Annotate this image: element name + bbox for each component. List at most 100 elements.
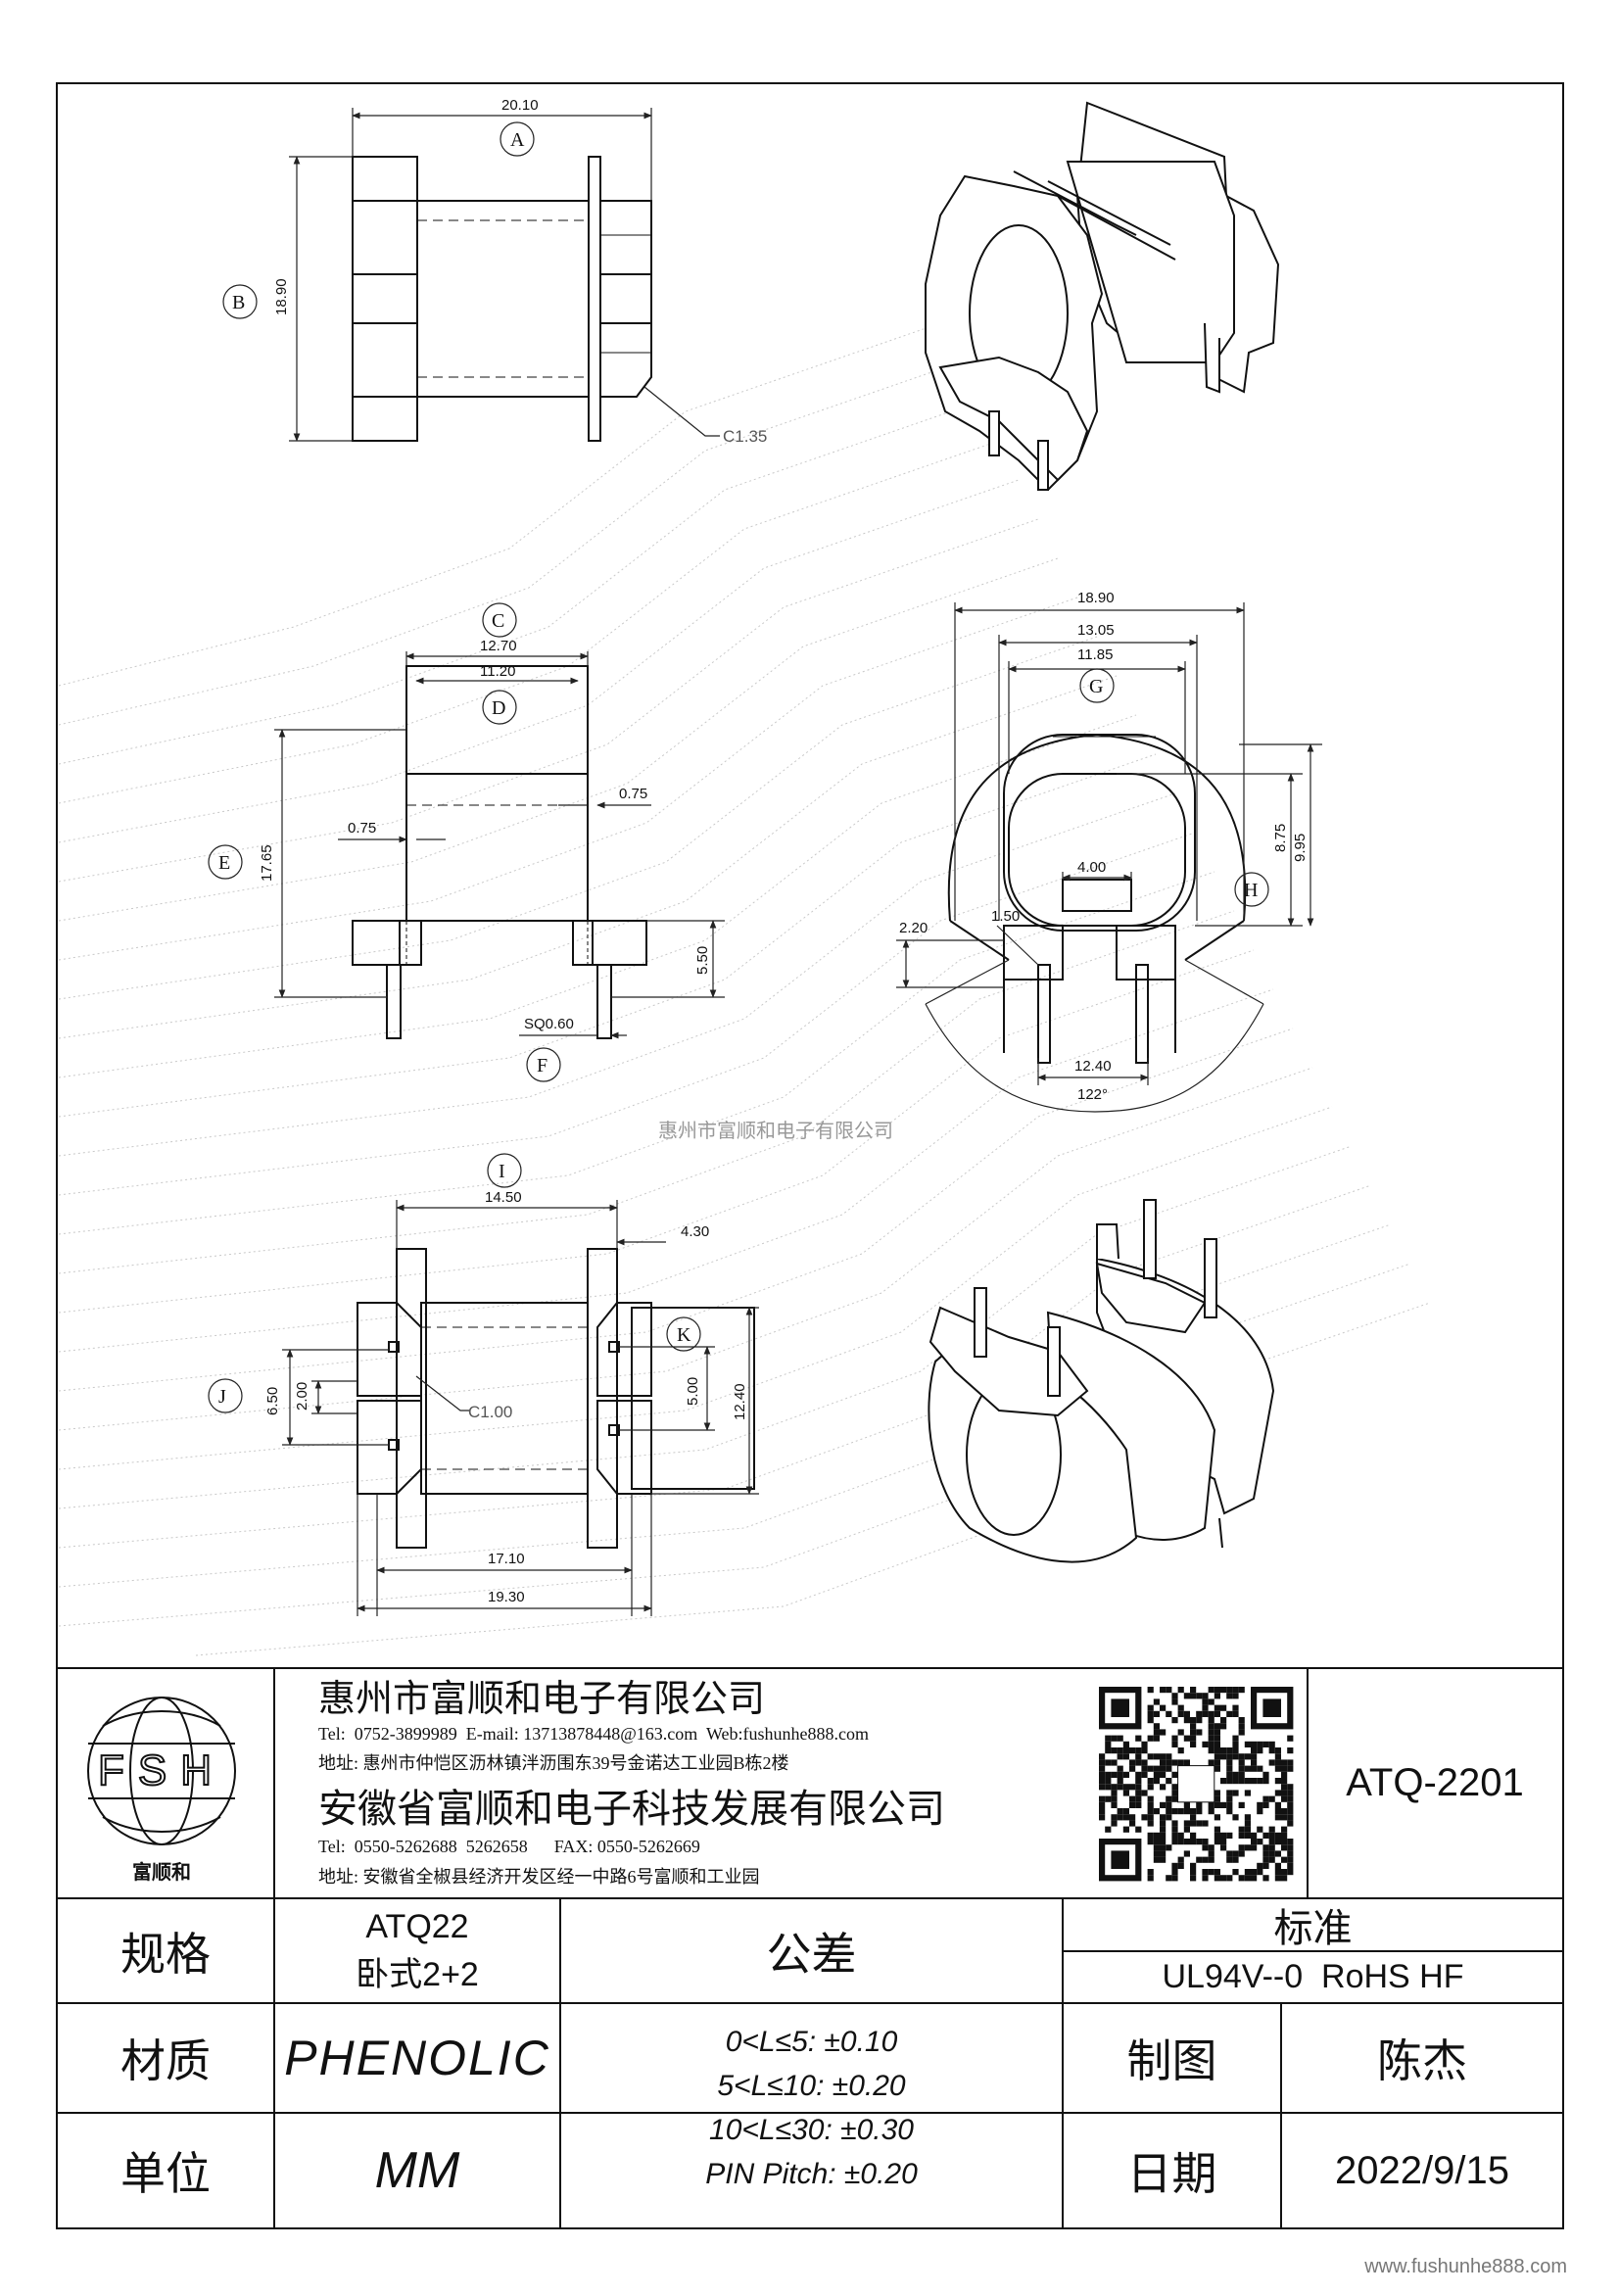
- qr-module: [1268, 1844, 1275, 1851]
- qr-module: [1147, 1869, 1154, 1876]
- qr-module: [1214, 1839, 1220, 1845]
- qr-module: [1262, 1795, 1269, 1802]
- qr-module: [1232, 1790, 1239, 1796]
- part-number: ATQ-2201: [1346, 1760, 1524, 1804]
- qr-module: [1232, 1704, 1239, 1711]
- qr-module: [1135, 1826, 1142, 1833]
- qr-module: [1171, 1698, 1178, 1705]
- qr-module: [1274, 1808, 1281, 1815]
- qr-module: [1226, 1753, 1233, 1760]
- qr-module: [1099, 1765, 1106, 1772]
- label-g: G: [1089, 676, 1103, 697]
- spec-value-1: ATQ22: [365, 1908, 469, 1945]
- qr-module: [1190, 1862, 1197, 1869]
- dim-i-value: 14.50: [485, 1189, 522, 1206]
- qr-module: [1262, 1856, 1269, 1863]
- qr-module: [1214, 1826, 1220, 1833]
- qr-module: [1281, 1814, 1288, 1821]
- qr-module: [1166, 1814, 1172, 1821]
- qr-module: [1202, 1875, 1209, 1882]
- qr-module: [1147, 1717, 1154, 1724]
- qr-module: [1135, 1784, 1142, 1791]
- qr-module: [1262, 1844, 1269, 1851]
- qr-module: [1274, 1814, 1281, 1821]
- qr-module: [1111, 1790, 1118, 1796]
- qr-module: [1190, 1814, 1197, 1821]
- qr-module: [1202, 1710, 1209, 1717]
- qr-module: [1214, 1790, 1220, 1796]
- qr-module: [1153, 1771, 1160, 1778]
- logo-letters: FSH: [98, 1746, 225, 1794]
- qr-module: [1153, 1729, 1160, 1736]
- qr-module: [1287, 1820, 1294, 1827]
- qr-module: [1208, 1844, 1214, 1851]
- qr-module: [1281, 1765, 1288, 1772]
- qr-module: [1117, 1778, 1123, 1785]
- qr-module: [1122, 1814, 1129, 1821]
- dim-a-value: 20.10: [501, 97, 539, 114]
- qr-module: [1153, 1856, 1160, 1863]
- qr-module: [1220, 1723, 1227, 1730]
- view-side-top-labels: 20.10 A 18.90 B C1.35: [232, 97, 767, 446]
- qr-module: [1141, 1814, 1148, 1821]
- qr-module: [1244, 1814, 1251, 1821]
- qr-module: [1226, 1801, 1233, 1808]
- qr-module: [1183, 1839, 1190, 1845]
- qr-module: [1281, 1795, 1288, 1802]
- qr-module: [1111, 1771, 1118, 1778]
- qr-module: [1214, 1795, 1220, 1802]
- tolerance-line-2: 5<L≤10: ±0.20: [717, 2070, 906, 2102]
- qr-module: [1208, 1687, 1214, 1694]
- qr-module: [1251, 1759, 1258, 1766]
- company-2-contact: Tel: 0550-5262688 5262658 FAX: 0550-5262…: [318, 1836, 700, 1856]
- qr-module: [1214, 1704, 1220, 1711]
- qr-module: [1262, 1801, 1269, 1808]
- qr-module: [1117, 1765, 1123, 1772]
- qr-module: [1177, 1759, 1184, 1766]
- tolerance-label: 公差: [766, 1928, 857, 1980]
- qr-module: [1226, 1765, 1233, 1772]
- qr-module: [1238, 1759, 1245, 1766]
- qr-module: [1122, 1753, 1129, 1760]
- qr-module: [1105, 1778, 1112, 1785]
- drawn-label: 制图: [1126, 2035, 1217, 2086]
- qr-module: [1166, 1687, 1172, 1694]
- qr-module: [1232, 1741, 1239, 1747]
- label-k: K: [677, 1324, 691, 1346]
- qr-module: [1208, 1717, 1214, 1724]
- qr-center-logo: [1177, 1765, 1215, 1803]
- qr-module: [1117, 1771, 1123, 1778]
- qr-module: [1287, 1814, 1294, 1821]
- qr-module: [1274, 1765, 1281, 1772]
- qr-module: [1160, 1784, 1167, 1791]
- qr-module: [1190, 1687, 1197, 1694]
- qr-module: [1208, 1735, 1214, 1742]
- qr-module: [1244, 1753, 1251, 1760]
- qr-module: [1214, 1747, 1220, 1754]
- qr-module: [1160, 1832, 1167, 1839]
- qr-module: [1117, 1808, 1123, 1815]
- qr-module: [1262, 1778, 1269, 1785]
- qr-module: [1226, 1747, 1233, 1754]
- qr-module: [1183, 1801, 1190, 1808]
- qr-module: [1287, 1735, 1294, 1742]
- qr-module: [1214, 1765, 1220, 1772]
- qr-module: [1171, 1790, 1178, 1796]
- qr-module: [1281, 1826, 1288, 1833]
- qr-module: [1232, 1771, 1239, 1778]
- qr-module: [1281, 1790, 1288, 1796]
- qr-module: [1190, 1717, 1197, 1724]
- qr-module: [1177, 1808, 1184, 1815]
- sheet-border: [56, 82, 1564, 2229]
- qr-module: [1257, 1778, 1263, 1785]
- step-b-value: 1.50: [991, 908, 1020, 925]
- dim-total-value: 12.40: [732, 1383, 748, 1420]
- qr-module: [1208, 1850, 1214, 1857]
- qr-module: [1268, 1850, 1275, 1857]
- qr-module: [1244, 1820, 1251, 1827]
- view-bottom: [357, 1248, 755, 1549]
- qr-module: [1202, 1693, 1209, 1699]
- qr-module: [1232, 1778, 1239, 1785]
- qr-module: [1190, 1693, 1197, 1699]
- qr-module: [1147, 1808, 1154, 1815]
